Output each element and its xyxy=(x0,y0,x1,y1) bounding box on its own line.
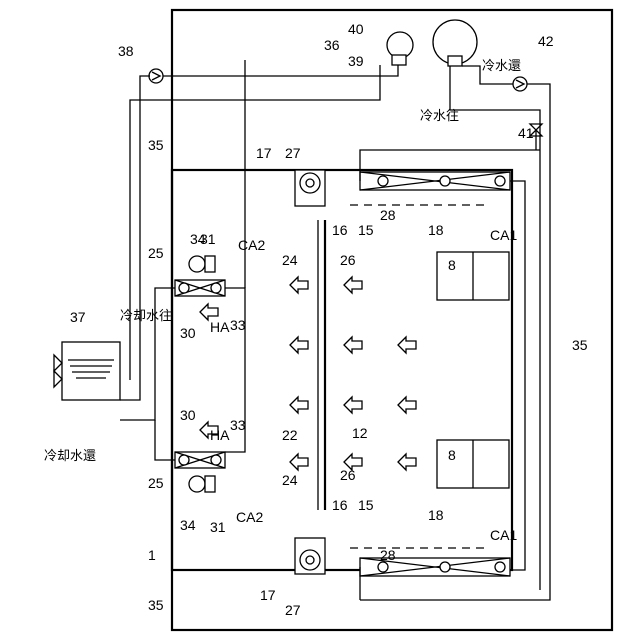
label-1: 1 xyxy=(148,547,156,563)
refrigerator xyxy=(387,20,477,66)
small-fan-top xyxy=(189,256,215,272)
label-8-top: 8 xyxy=(448,257,456,273)
small-fan-bottom xyxy=(189,476,215,492)
label-25-bottom: 25 xyxy=(148,475,164,491)
label-chilled-water-return: 冷水還 xyxy=(482,59,521,74)
heat-exchanger-top xyxy=(360,172,510,190)
label-35-bottom-left: 35 xyxy=(148,597,164,613)
label-26-top: 26 xyxy=(340,252,356,268)
heat-exchanger-left-bottom xyxy=(175,452,225,468)
label-15-bottom: 15 xyxy=(358,497,374,513)
label-chilled-water-supply: 冷水往 xyxy=(420,109,459,124)
label-35-right: 35 xyxy=(572,337,588,353)
label-cooling-water-return: 冷却水還 xyxy=(44,449,96,464)
label-ca2-bottom: CA2 xyxy=(236,509,263,525)
label-17-top: 17 xyxy=(256,145,272,161)
label-38: 38 xyxy=(118,43,134,59)
label-33-bottom: 33 xyxy=(230,417,246,433)
label-31-bottom: 31 xyxy=(210,519,226,535)
label-33-top: 33 xyxy=(230,317,246,333)
label-24-top: 24 xyxy=(282,252,298,268)
label-ca1-top: CA1 xyxy=(490,227,517,243)
label-40: 40 xyxy=(348,21,364,37)
label-39: 39 xyxy=(348,53,364,69)
pump-38 xyxy=(149,69,163,83)
label-36: 36 xyxy=(324,37,340,53)
label-17-bottom: 17 xyxy=(260,587,276,603)
label-28-top: 28 xyxy=(380,207,396,223)
label-22: 22 xyxy=(282,427,298,443)
label-27-top: 27 xyxy=(285,145,301,161)
label-cooling-water-supply: 冷却水往 xyxy=(120,309,172,324)
label-16-bottom: 16 xyxy=(332,497,348,513)
airflow-arrows xyxy=(200,277,416,470)
label-41: 41 xyxy=(518,125,534,141)
label-15-top: 15 xyxy=(358,222,374,238)
label-18-bottom: 18 xyxy=(428,507,444,523)
label-28-bottom: 28 xyxy=(380,547,396,563)
label-24-bottom: 24 xyxy=(282,472,298,488)
heat-exchanger-left-top xyxy=(175,280,225,296)
label-34-top: 34 xyxy=(190,231,206,247)
label-26-bottom: 26 xyxy=(340,467,356,483)
label-37: 37 xyxy=(70,309,86,325)
label-42: 42 xyxy=(538,33,554,49)
label-35-top-left: 35 xyxy=(148,137,164,153)
pump-42 xyxy=(513,77,527,91)
label-ca2-top: CA2 xyxy=(238,237,265,253)
label-ha-top: HA xyxy=(210,319,230,335)
label-30-top: 30 xyxy=(180,325,196,341)
fan-top xyxy=(295,170,325,206)
label-16-top: 16 xyxy=(332,222,348,238)
label-8-bottom: 8 xyxy=(448,447,456,463)
label-30-bottom: 30 xyxy=(180,407,196,423)
label-12: 12 xyxy=(352,425,368,441)
cooling-tower xyxy=(54,342,120,400)
label-25-top: 25 xyxy=(148,245,164,261)
fan-bottom xyxy=(295,538,325,574)
label-34-bottom: 34 xyxy=(180,517,196,533)
label-ha-bottom: HA xyxy=(210,427,230,443)
label-18-top: 18 xyxy=(428,222,444,238)
label-ca1-bottom: CA1 xyxy=(490,527,517,543)
label-27-bottom: 27 xyxy=(285,602,301,618)
